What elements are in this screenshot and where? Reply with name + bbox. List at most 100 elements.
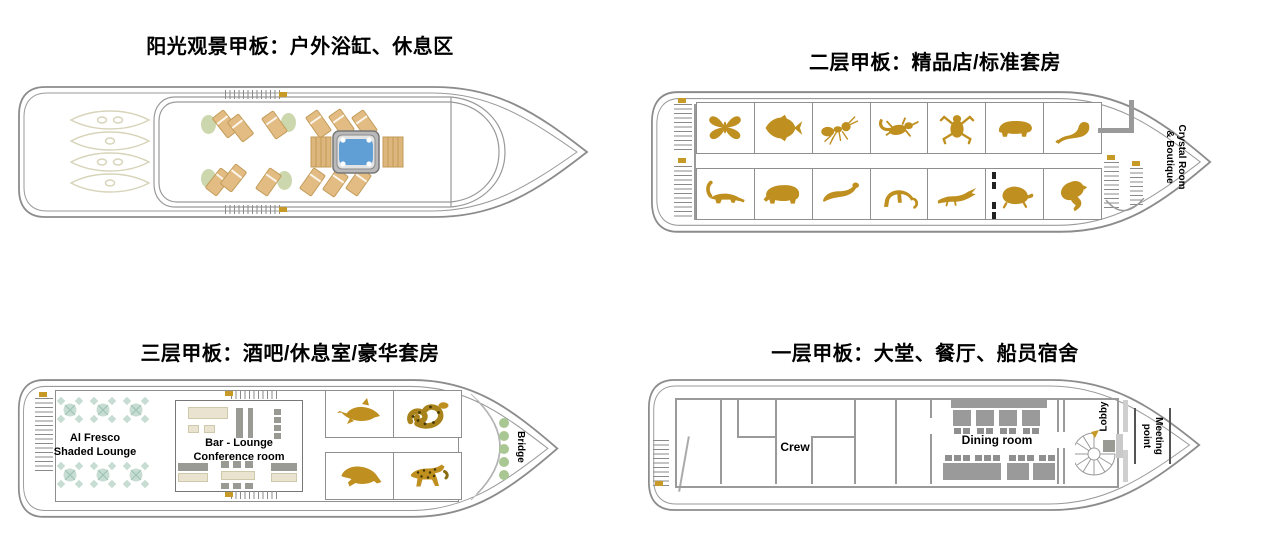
door-mark — [992, 212, 996, 219]
suite-dolphin — [325, 390, 394, 438]
dining-table — [1033, 463, 1055, 480]
lounge-table-icon — [123, 397, 149, 423]
dining-table — [976, 410, 994, 426]
railing-marker — [279, 92, 287, 97]
bridge-label: Bridge — [515, 431, 526, 463]
door-mark — [992, 172, 996, 179]
anaconda-icon — [406, 402, 448, 429]
bar-furniture — [271, 473, 297, 482]
dining-chair — [1000, 428, 1007, 434]
stairs-aft-bottom — [674, 166, 692, 218]
dining-wall — [930, 434, 932, 484]
bar-furniture — [221, 471, 255, 480]
stairs-curve — [1105, 198, 1145, 212]
suite-jaguar — [393, 452, 462, 500]
dining-chair — [954, 428, 961, 434]
deck3-title: 三层甲板：酒吧/休息室/豪华套房 — [140, 343, 440, 365]
lounge-table-icon — [57, 397, 83, 423]
railing-marker — [279, 207, 287, 212]
railing-top — [225, 90, 281, 99]
door-mark — [992, 182, 996, 189]
bar-furniture — [236, 408, 243, 438]
dining-chair — [1027, 455, 1034, 461]
dining-table — [1022, 410, 1040, 426]
cabin-coati — [696, 168, 755, 220]
crew-wall — [854, 398, 856, 484]
bar-line1: Bar - Lounge — [205, 437, 273, 449]
ant-icon — [821, 116, 859, 145]
hot-tub-icon — [310, 130, 404, 174]
lobby-wall — [1057, 448, 1059, 484]
elevator-square — [1103, 440, 1115, 452]
lobby-label: Lobby — [1098, 401, 1110, 432]
bridge-seat-icon — [499, 444, 509, 454]
bar-furniture — [233, 461, 241, 468]
bar-line2: Conference room — [193, 450, 285, 463]
bow-stairs-run — [1130, 168, 1143, 208]
meeting-point-line — [1134, 408, 1136, 464]
stairs-aft — [35, 398, 53, 474]
bar-furniture — [271, 463, 297, 471]
stairs-marker — [678, 158, 686, 163]
sun-deck-title: 阳光观景甲板：户外浴缸、休息区 — [146, 36, 454, 58]
al-fresco-line2: Shaded Lounge — [53, 445, 137, 458]
railing-bottom — [225, 205, 281, 214]
jaguar-icon — [410, 464, 449, 487]
superstructure-outline — [55, 390, 459, 502]
bow-wall — [1098, 128, 1134, 133]
dining-table — [999, 410, 1017, 426]
manatee-icon — [340, 466, 381, 487]
crew-wall — [811, 436, 856, 438]
lounge-table-icon — [90, 462, 116, 488]
railing-marker — [225, 391, 233, 396]
frog-icon — [939, 115, 975, 145]
deck3-plan: Al Fresco Shaded Lounge — [15, 378, 563, 520]
crew-wall — [775, 398, 777, 484]
deck2-plan: Crystal Room & Boutique — [648, 90, 1216, 235]
bar-lounge-label: Bar - Lounge Conference room — [176, 437, 302, 465]
sun-deck-enclosure — [153, 96, 506, 208]
dining-table — [953, 410, 971, 426]
dining-chair — [1018, 455, 1025, 461]
monkey-icon — [883, 190, 919, 209]
lobby-panel — [1116, 434, 1123, 458]
kayaks-icon — [69, 110, 151, 193]
bar-counter — [188, 407, 228, 419]
crew-wall — [737, 398, 739, 438]
spiral-staircase-icon — [1075, 430, 1116, 476]
stairs-aft-top — [674, 104, 692, 152]
dining-wall — [930, 398, 932, 418]
dining-chair — [1009, 428, 1016, 434]
crew-wall — [737, 436, 777, 438]
meeting-point-line — [1169, 408, 1171, 464]
stairs-marker — [678, 98, 686, 103]
railing-top — [231, 391, 279, 399]
meeting-point-label: Meeting point — [1140, 401, 1164, 471]
cabin-otter — [811, 168, 871, 220]
cabin-monkey — [869, 168, 929, 220]
bar-furniture — [245, 483, 253, 489]
railing-bottom — [231, 491, 279, 499]
bar-furniture — [274, 425, 281, 431]
dining-chair — [975, 455, 982, 461]
crystal-room-label: Crystal Room & Boutique — [1164, 102, 1187, 212]
suite-manatee — [325, 452, 394, 500]
suite-anaconda — [393, 390, 462, 438]
stairs-marker — [1132, 161, 1140, 166]
bar-furniture — [204, 425, 215, 433]
cabin-row-bottom — [696, 168, 1103, 220]
bridge-seat-icon — [499, 457, 509, 467]
dining-chair — [984, 455, 991, 461]
stern-ladder — [653, 440, 669, 486]
cabin-parrot — [1043, 168, 1103, 220]
stairs-marker — [39, 392, 47, 397]
dolphin-icon — [336, 398, 380, 424]
dining-chair — [1048, 455, 1055, 461]
lobby-wall — [1063, 448, 1065, 484]
cabin-frog — [927, 102, 987, 154]
corridor-wall — [694, 104, 696, 220]
bar-furniture — [245, 461, 253, 468]
crystal-room-line1: Crystal Room — [1176, 124, 1187, 190]
lobby-wall — [1063, 398, 1065, 432]
bow-wall — [1129, 100, 1134, 133]
